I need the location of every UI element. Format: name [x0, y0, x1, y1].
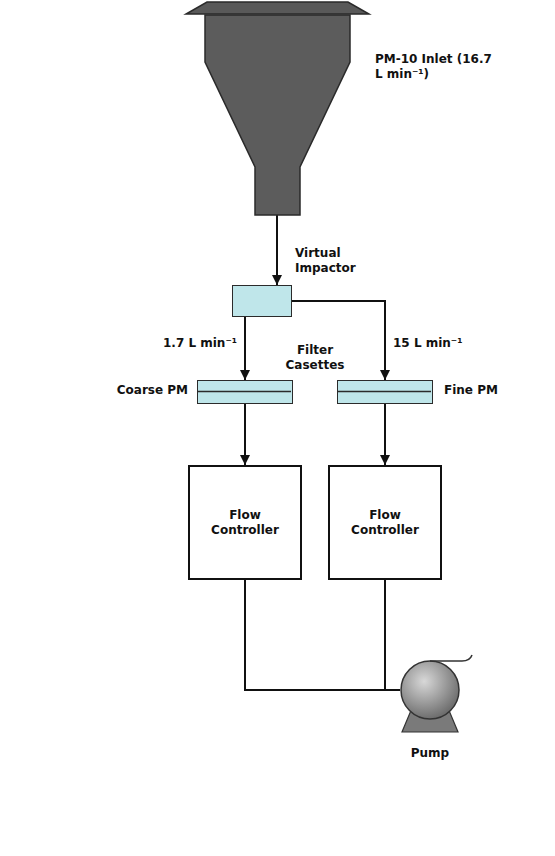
- flow-arrow: [244, 404, 246, 465]
- shape-outline: [185, 2, 370, 215]
- flow-arrow: [245, 580, 400, 690]
- flow-arrow: [385, 580, 400, 690]
- cassette-label: Filter Casettes: [275, 343, 355, 373]
- inlet-figure: PM-10 Inlet (16.7 L min⁻¹): [185, 2, 370, 215]
- part-label: Pump: [400, 746, 460, 761]
- filter-cassette: Coarse PM: [197, 380, 293, 404]
- shape-outline: [400, 660, 460, 720]
- filter-line: [338, 391, 431, 393]
- flow-rate-label: 15 L min⁻¹: [393, 336, 462, 351]
- flow-rate: 15 L min⁻¹: [393, 336, 462, 351]
- box-label: Flow Controller: [199, 508, 291, 538]
- pump-symbol: Pump: [400, 660, 460, 720]
- filter-cassette: Fine PM: [337, 380, 433, 404]
- flow-arrow: [244, 317, 246, 380]
- part-label: Fine PM: [444, 383, 544, 398]
- pump-body: [401, 661, 459, 719]
- part-label: PM-10 Inlet (16.7 L min⁻¹): [375, 52, 500, 82]
- inlet-cap: [186, 2, 369, 14]
- shape-outline: [338, 381, 432, 403]
- impactor-box: Virtual Impactor: [232, 285, 292, 317]
- filter-line: [198, 391, 291, 393]
- flow-rate: 1.7 L min⁻¹: [163, 336, 237, 351]
- pump-outlet: [430, 655, 472, 661]
- process-box: Flow Controller: [188, 465, 302, 580]
- flow-arrow: [384, 404, 386, 465]
- part-label: Virtual Impactor: [295, 246, 375, 276]
- shape-outline: [198, 381, 292, 403]
- part-label: Coarse PM: [88, 383, 188, 398]
- process-box: Flow Controller: [328, 465, 442, 580]
- flow-rate-label: 1.7 L min⁻¹: [163, 336, 237, 351]
- inlet-body: [205, 15, 350, 215]
- group-label: Filter Casettes: [275, 343, 355, 373]
- box-label: Flow Controller: [339, 508, 431, 538]
- flow-arrow: [276, 215, 278, 285]
